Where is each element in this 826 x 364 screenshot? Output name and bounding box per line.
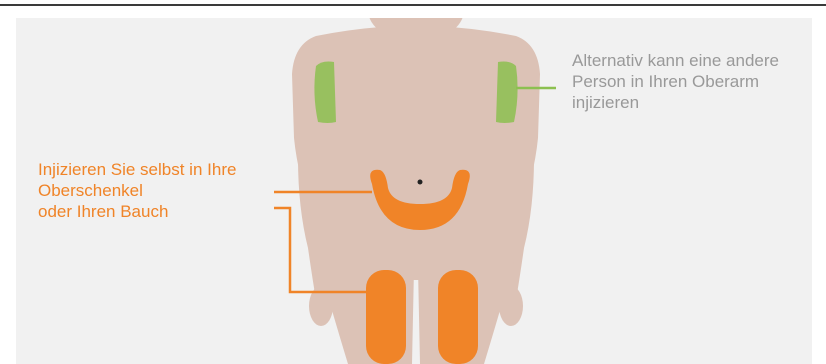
self-injection-label-line-3: oder Ihren Bauch <box>38 201 236 222</box>
navel-dot <box>418 180 423 185</box>
other-person-label-line-2: Person in Ihren Oberarm <box>572 71 779 92</box>
self-injection-label-line-2: Oberschenkel <box>38 180 236 201</box>
other-person-label: Alternativ kann eine andere Person in Ih… <box>572 50 779 113</box>
injection-site-diagram: Injizieren Sie selbst in Ihre Oberschenk… <box>16 18 812 364</box>
upper-arm-site-left <box>314 62 336 124</box>
other-person-label-line-3: injizieren <box>572 92 779 113</box>
top-divider <box>0 4 826 6</box>
thigh-site-left <box>366 270 406 364</box>
self-injection-label-line-1: Injizieren Sie selbst in Ihre <box>38 159 236 180</box>
self-injection-label: Injizieren Sie selbst in Ihre Oberschenk… <box>38 159 236 222</box>
upper-arm-site-right <box>496 62 518 124</box>
other-person-label-line-1: Alternativ kann eine andere <box>572 50 779 71</box>
thigh-site-right <box>438 270 478 364</box>
